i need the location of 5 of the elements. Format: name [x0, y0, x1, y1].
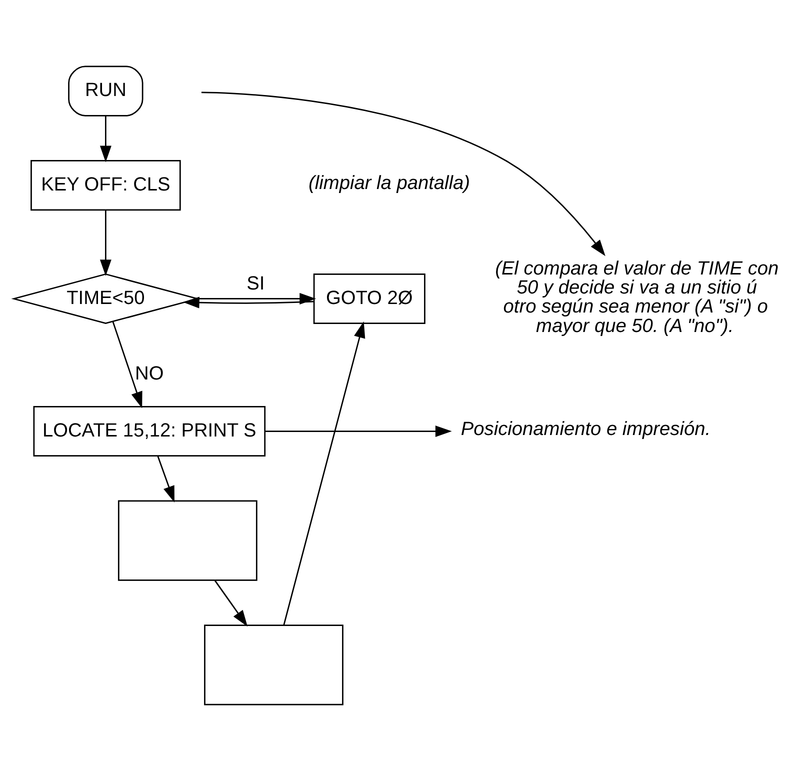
node-text: Posicionamiento e impresión.	[460, 418, 711, 440]
edge-label: SI	[246, 273, 265, 294]
label: (limpiar la pantalla)	[308, 173, 470, 194]
node-text: (El compara el valor de TIME con 50 y decide si va a un sitio ú otro según sea menor (A "si") o mayor que 50. (A "no").	[495, 258, 779, 337]
edge-label: NO	[135, 364, 164, 385]
